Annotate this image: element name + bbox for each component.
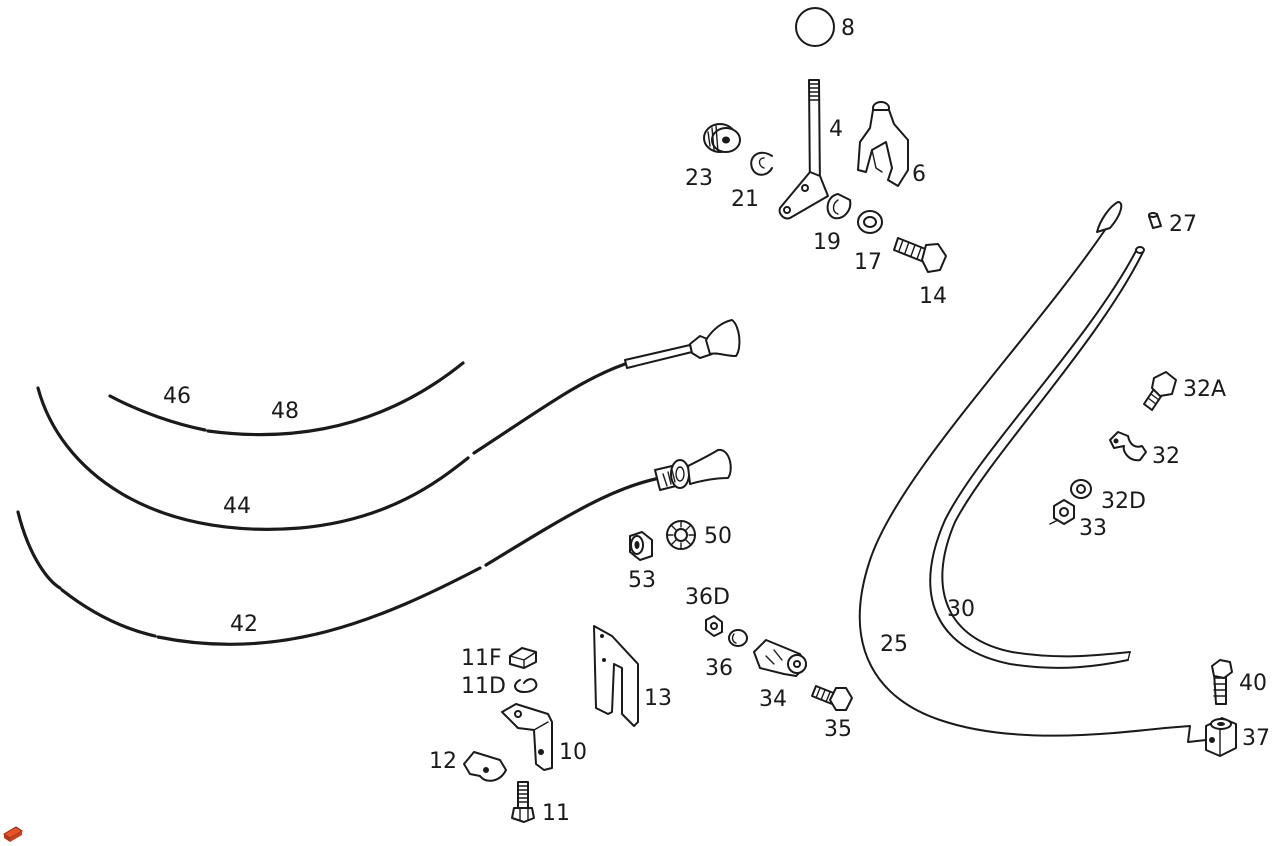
part-36D-nut: [705, 615, 723, 637]
label-36D: 36D: [685, 585, 730, 610]
label-27: 27: [1169, 212, 1197, 237]
label-11D: 11D: [461, 674, 506, 699]
part-33-nut: [1049, 499, 1075, 525]
part-17-washer: [857, 210, 883, 234]
cable-25: [858, 201, 1207, 743]
part-10-bracket: [501, 703, 553, 771]
label-50: 50: [704, 524, 732, 549]
label-4: 4: [829, 117, 843, 142]
part-32D-washer: [1070, 479, 1092, 499]
label-36: 36: [705, 656, 733, 681]
label-6: 6: [912, 162, 926, 187]
part-36-washer: [728, 629, 748, 647]
label-53: 53: [628, 568, 656, 593]
label-32D: 32D: [1101, 489, 1146, 514]
label-46: 46: [163, 384, 191, 409]
label-12: 12: [429, 749, 457, 774]
label-32A: 32A: [1183, 377, 1226, 402]
label-32: 32: [1152, 444, 1180, 469]
label-37: 37: [1242, 726, 1270, 751]
part-21-clip: [750, 151, 773, 176]
label-8: 8: [841, 16, 855, 41]
part-37-clamp-nut: [1205, 717, 1237, 757]
label-48: 48: [271, 399, 299, 424]
label-44: 44: [223, 494, 251, 519]
part-23-knurled-nut: [703, 123, 741, 153]
label-34: 34: [759, 687, 787, 712]
label-19: 19: [813, 230, 841, 255]
part-19-clip: [826, 193, 852, 220]
cable-44: [36, 319, 741, 531]
label-33: 33: [1079, 516, 1107, 541]
label-11: 11: [542, 801, 570, 826]
part-11F-nut: [509, 647, 537, 669]
part-35-bolt: [811, 685, 853, 711]
label-23: 23: [685, 166, 713, 191]
part-53-nut: [629, 531, 653, 561]
part-32A-bolt: [1143, 371, 1177, 411]
label-30: 30: [947, 597, 975, 622]
label-21: 21: [731, 187, 759, 212]
label-25: 25: [880, 632, 908, 657]
cable-46-48: [108, 361, 465, 437]
part-6-bracket: [857, 101, 909, 187]
callout-labels: 8 4 23 21 6 19 17 14 27 46 48 44 32A 32 …: [163, 16, 1270, 826]
label-40: 40: [1239, 671, 1267, 696]
label-35: 35: [824, 717, 852, 742]
label-14: 14: [919, 284, 947, 309]
label-42: 42: [230, 612, 258, 637]
cable-42: [16, 448, 732, 647]
part-4-lever: [778, 79, 829, 220]
part-40-bolt: [1211, 659, 1233, 705]
label-17: 17: [854, 250, 882, 275]
label-13: 13: [644, 686, 672, 711]
part-27-ferrule: [1148, 212, 1162, 229]
part-12-clip: [463, 751, 507, 782]
label-11F: 11F: [461, 646, 502, 671]
part-34-clamp: [753, 639, 807, 677]
part-13-plate: [593, 625, 639, 727]
part-32-clip: [1109, 431, 1147, 462]
part-11D-washer: [514, 678, 538, 693]
part-8-cap: [795, 7, 835, 47]
part-11-bolt: [511, 781, 535, 823]
part-50-lock-washer: [666, 520, 696, 550]
part-14-bolt: [893, 237, 947, 273]
cable-30: [929, 246, 1145, 669]
corner-mark-icon: [3, 826, 23, 842]
label-10: 10: [559, 740, 587, 765]
